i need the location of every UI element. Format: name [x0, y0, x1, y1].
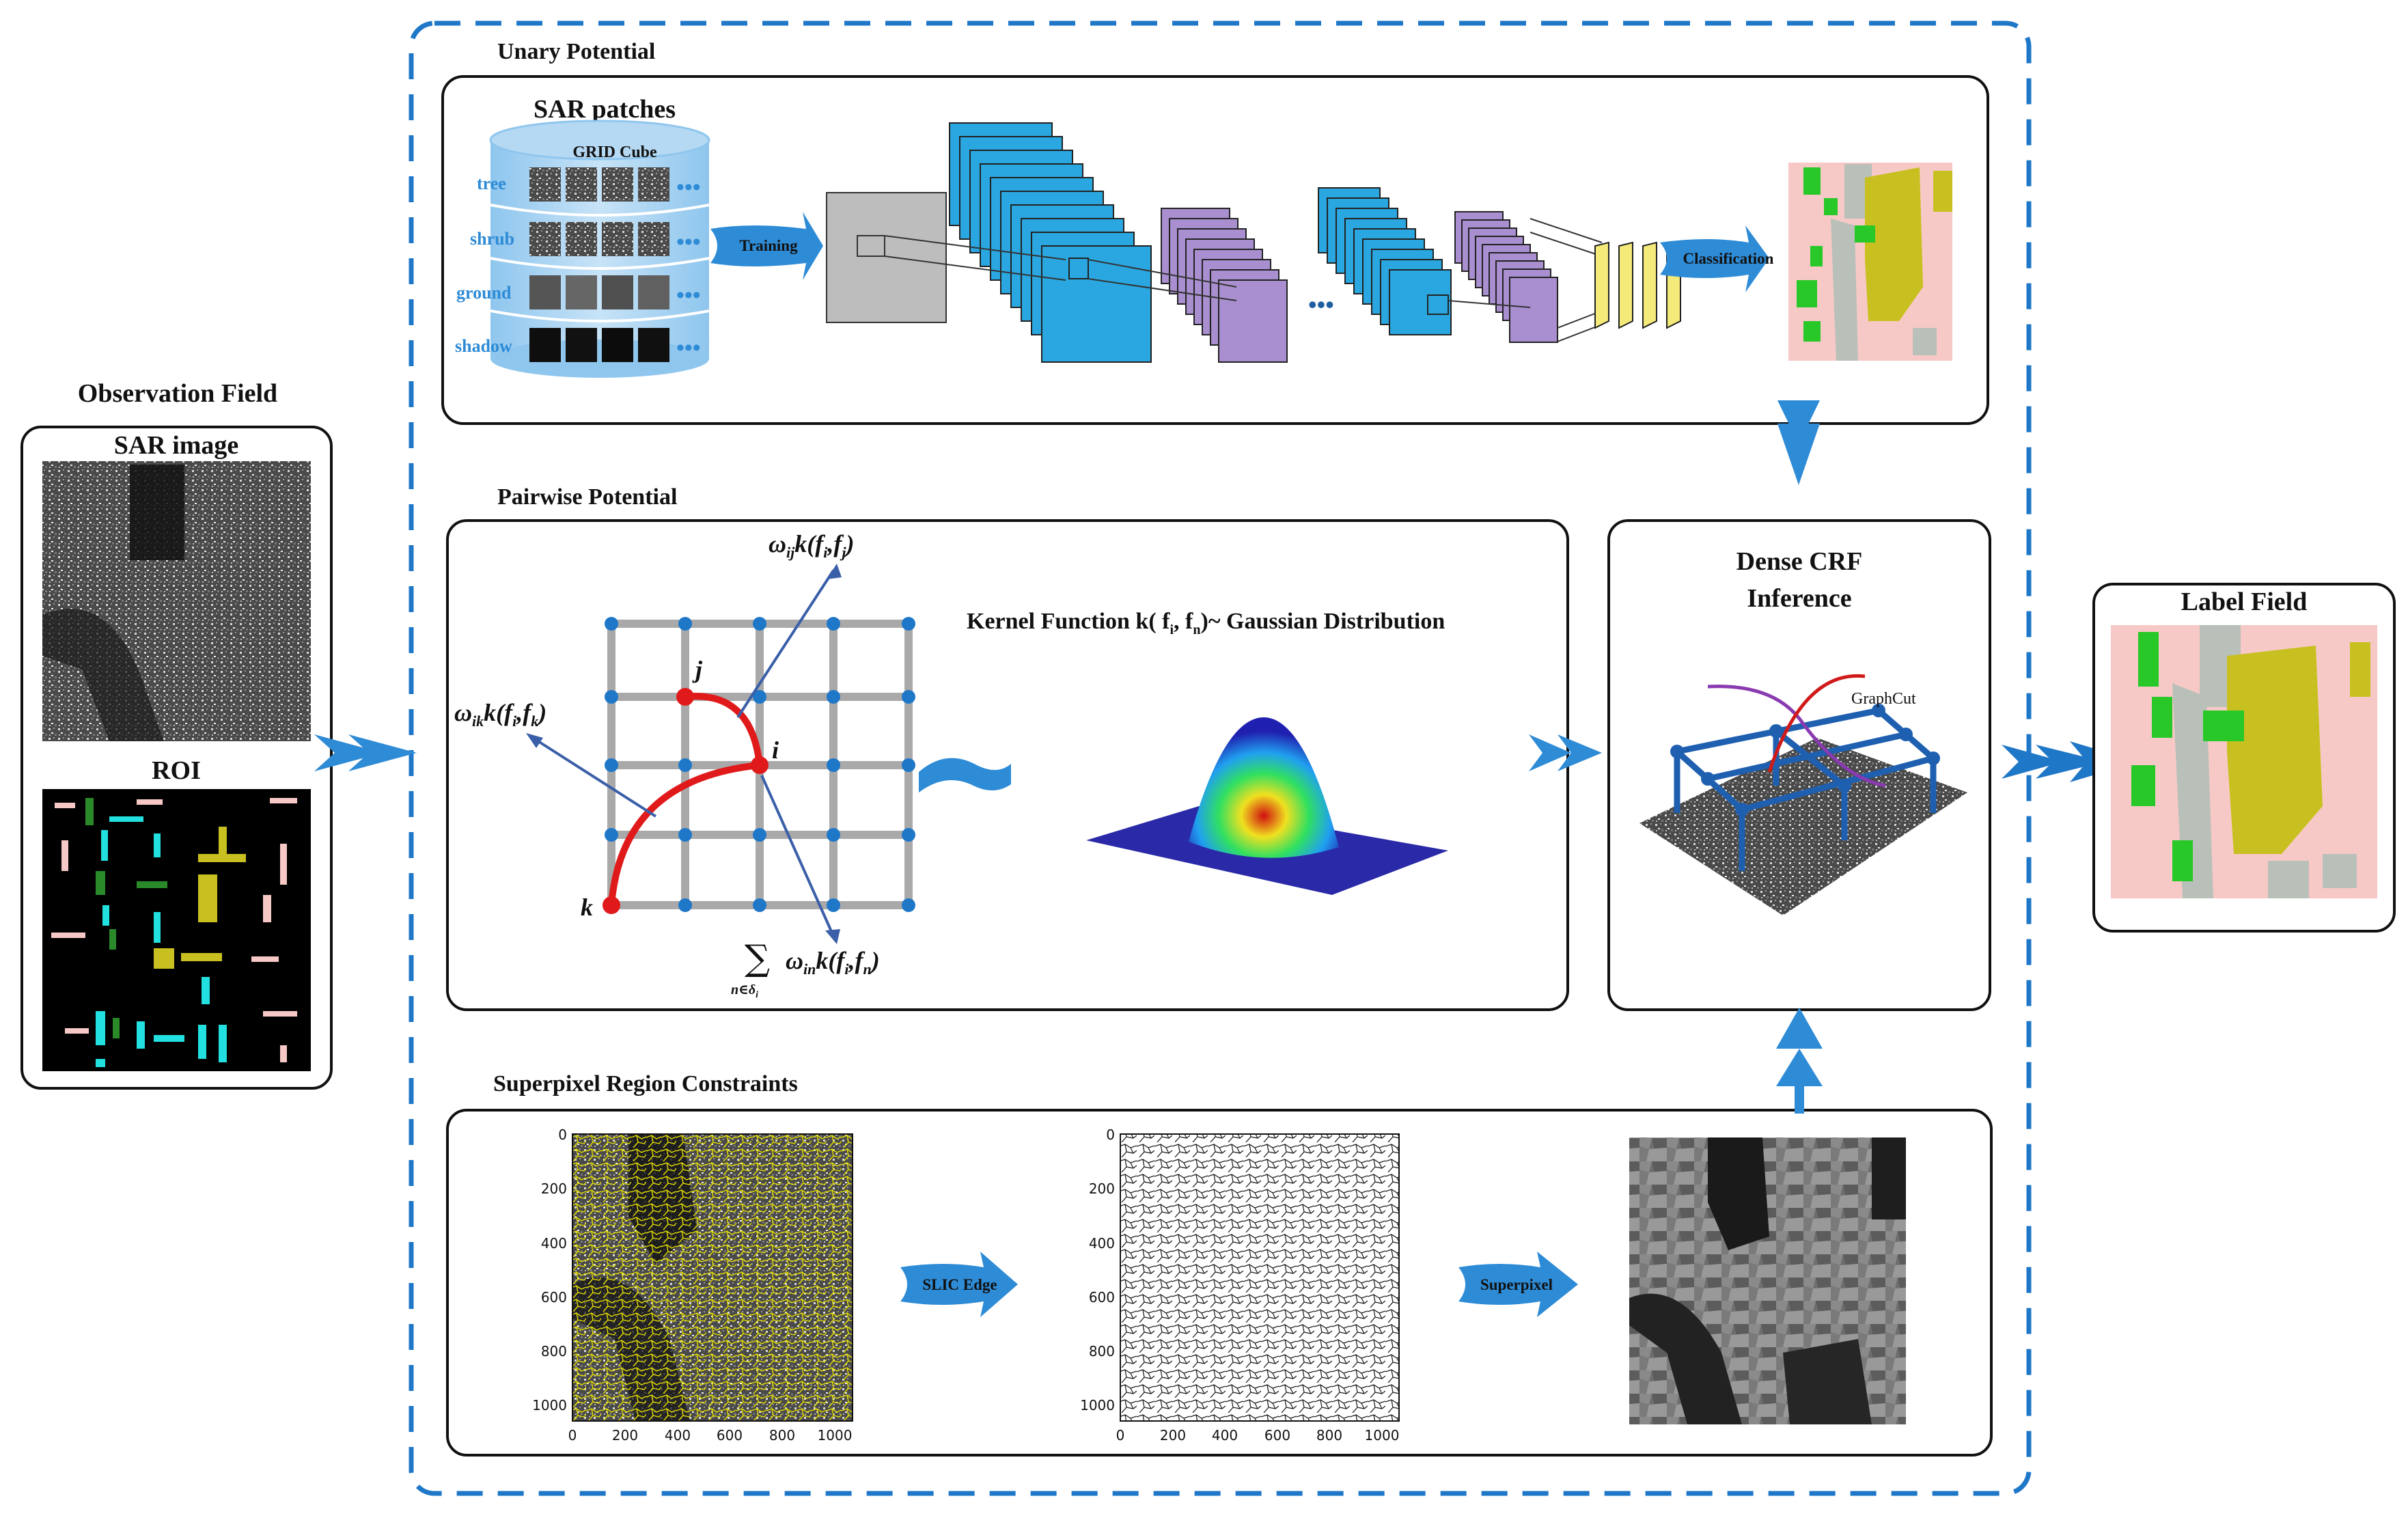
patch-grid: ••• ••• ••• ••• — [529, 167, 701, 362]
svg-text:0: 0 — [558, 1127, 567, 1143]
superpixel-image — [1629, 1137, 1906, 1424]
svg-text:200: 200 — [612, 1427, 638, 1444]
svg-text:400: 400 — [1212, 1427, 1238, 1444]
slic-edge-arrow — [900, 1252, 1018, 1317]
svg-text:600: 600 — [541, 1289, 567, 1306]
kernel-function-text: Kernel Function k( fi, fn)~ Gaussian Dis… — [967, 609, 1445, 637]
sar-image-label: SAR image — [114, 431, 239, 460]
svg-text:0: 0 — [568, 1427, 577, 1444]
slic-plot-x-ticks: 0 200 400 600 800 1000 — [568, 1427, 853, 1444]
path-j-i — [684, 693, 763, 766]
dense-crf-title-line2: Inference — [1747, 584, 1851, 613]
svg-text:1000: 1000 — [818, 1427, 853, 1444]
edge-plot-y-ticks: 0 200 400 600 800 1000 — [1080, 1127, 1115, 1413]
formula-omega-ik: ωikk(fi,fk) — [454, 699, 546, 730]
svg-text:800: 800 — [769, 1427, 795, 1444]
node-label-k: k — [581, 894, 593, 921]
roi-label: ROI — [152, 756, 201, 785]
svg-text:•••: ••• — [676, 175, 701, 200]
svg-text:600: 600 — [717, 1427, 743, 1444]
svg-text:•••: ••• — [1308, 291, 1334, 318]
svg-text:200: 200 — [1089, 1181, 1115, 1197]
svg-text:ωijk(fi,fj): ωijk(fi,fj) — [769, 530, 855, 561]
superpixel-title: Superpixel Region Constraints — [493, 1071, 798, 1096]
class-label-shadow: shadow — [455, 336, 512, 356]
node-i — [751, 756, 769, 774]
label-field-title: Label Field — [2181, 588, 2308, 616]
svg-text:800: 800 — [1089, 1343, 1115, 1360]
svg-text:1000: 1000 — [532, 1397, 567, 1413]
svg-text:∑: ∑ — [745, 938, 770, 979]
roi-regions — [51, 798, 297, 1067]
database-cylinder-icon — [489, 120, 710, 378]
superpixel-arrow — [1458, 1252, 1578, 1317]
svg-text:200: 200 — [541, 1181, 567, 1197]
pairwise-potential-title: Pairwise Potential — [497, 484, 677, 510]
formula-sum: ∑ n∈δi ωink(fi,fn) — [731, 938, 880, 1000]
dense-crf-title-line1: Dense CRF — [1736, 547, 1863, 576]
svg-text:400: 400 — [1089, 1235, 1115, 1252]
superpixel-label: Superpixel — [1480, 1276, 1553, 1293]
svg-text:600: 600 — [1089, 1289, 1115, 1306]
training-arrow — [710, 212, 823, 280]
svg-text:0: 0 — [1106, 1127, 1115, 1143]
svg-text:800: 800 — [1316, 1427, 1342, 1444]
annotation-lines — [526, 564, 842, 944]
svg-text:800: 800 — [541, 1343, 567, 1360]
classification-arrow — [1660, 225, 1769, 292]
edge-plot-x-ticks: 0 200 400 600 800 1000 — [1116, 1427, 1400, 1444]
sar-patches-label: SAR patches — [534, 95, 676, 124]
svg-text:•••: ••• — [676, 335, 701, 361]
right-arrow-icon — [1529, 734, 1602, 771]
slic-edge-label: SLIC Edge — [922, 1276, 997, 1293]
slic-plot-y-ticks: 0 200 400 600 800 1000 — [532, 1127, 567, 1413]
cnn-architecture: ••• — [826, 122, 1681, 363]
svg-text:•••: ••• — [676, 283, 701, 308]
svg-text:1000: 1000 — [1080, 1397, 1115, 1413]
tilde-icon — [919, 758, 1011, 792]
up-arrow-icon — [1776, 1008, 1823, 1114]
training-label: Training — [739, 237, 798, 254]
classification-label: Classification — [1683, 250, 1774, 267]
svg-text:1000: 1000 — [1365, 1427, 1400, 1444]
svg-text:400: 400 — [541, 1235, 567, 1252]
class-label-ground: ground — [456, 283, 512, 303]
svg-text:0: 0 — [1116, 1427, 1125, 1444]
lattice-nodes — [605, 617, 915, 912]
node-label-i: i — [772, 736, 779, 764]
slic-edge-plot — [1120, 1133, 1400, 1422]
roi-map — [42, 789, 311, 1071]
classification-map — [1788, 163, 1952, 361]
class-label-tree: tree — [477, 174, 506, 193]
unary-potential-title: Unary Potential — [497, 39, 655, 64]
gaussian-surface-icon — [1086, 717, 1448, 895]
grid-cube-label: GRID Cube — [572, 143, 657, 161]
node-j — [676, 688, 694, 706]
node-k — [603, 896, 620, 914]
down-arrow-icon — [1777, 400, 1820, 485]
svg-text:200: 200 — [1160, 1427, 1186, 1444]
slic-overlay-plot — [572, 1133, 853, 1422]
svg-text:600: 600 — [1264, 1427, 1290, 1444]
label-field-map — [2111, 625, 2377, 898]
svg-text:400: 400 — [665, 1427, 691, 1444]
crf-graph-illustration — [1639, 674, 1967, 915]
formula-omega-ij: ωijk(fi,fj) — [769, 530, 855, 561]
svg-text:ωikk(fi,fk): ωikk(fi,fk) — [454, 699, 546, 730]
right-arrow-icon — [314, 734, 383, 771]
observation-field-title: Observation Field — [78, 379, 277, 408]
class-label-shrub: shrub — [470, 229, 514, 249]
svg-text:•••: ••• — [676, 230, 701, 255]
path-k-i — [608, 762, 760, 906]
graphcut-label: GraphCut — [1851, 690, 1916, 708]
svg-text:n∈δi: n∈δi — [731, 982, 758, 1000]
